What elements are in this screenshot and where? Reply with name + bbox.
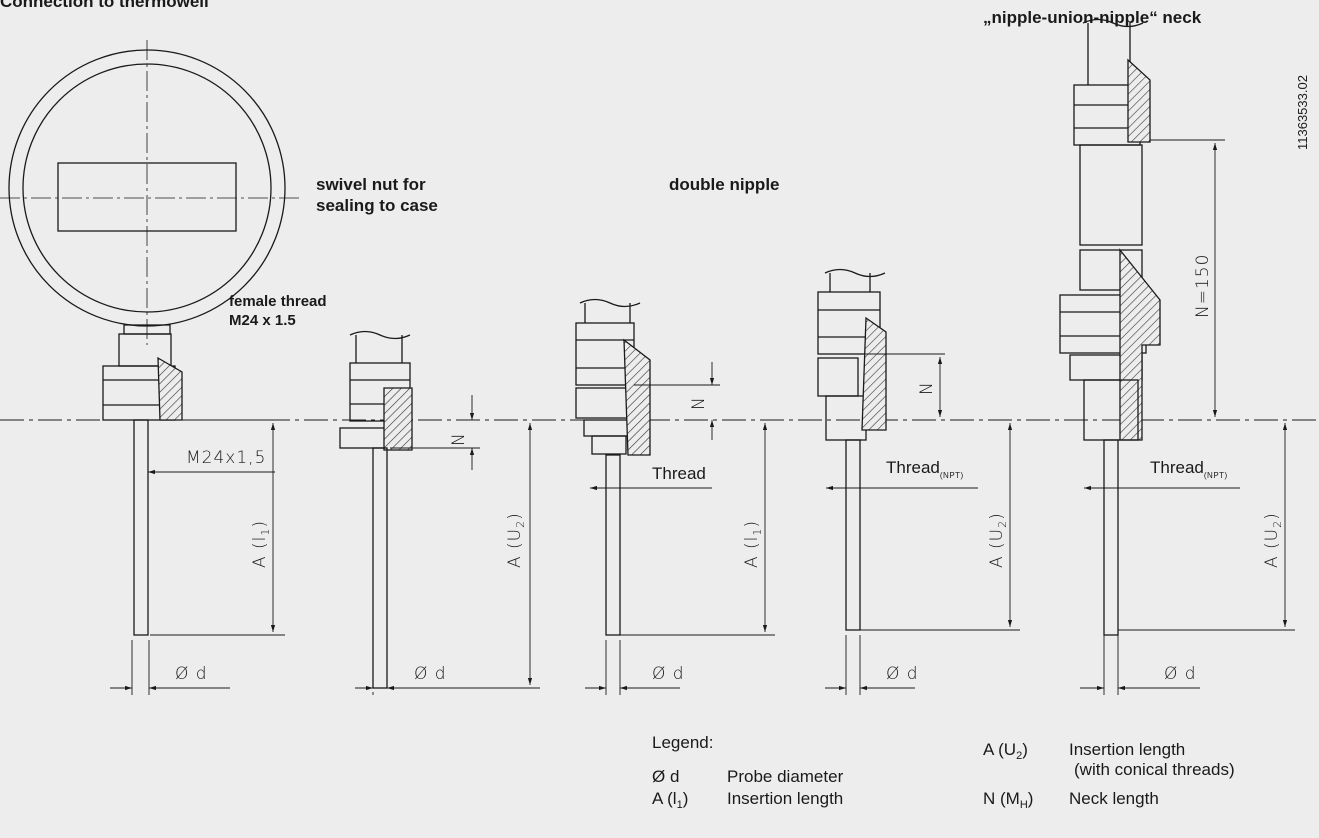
legend-symbol-a-l1: A (l1) bbox=[652, 789, 689, 811]
legend-text-neck-length: Neck length bbox=[1069, 789, 1159, 808]
nipple-union-nipple-heading: „nipple-union-nipple“ neck bbox=[983, 8, 1202, 27]
n150-label: N=150 bbox=[1193, 253, 1213, 318]
a-u2-label-4: A (U2) bbox=[987, 512, 1009, 568]
phi-d-label-4: Ø d bbox=[886, 664, 919, 684]
legend-text-insertion-length-conical: Insertion length bbox=[1069, 740, 1186, 759]
female-thread-label-line1: female thread bbox=[229, 293, 327, 310]
legend-symbol-n-mh: N (MH) bbox=[983, 789, 1034, 811]
legend-title: Legend: bbox=[652, 733, 714, 752]
n-label-3: N bbox=[689, 396, 709, 410]
a-l1-label-3: A (l1) bbox=[742, 519, 764, 568]
double-nipple-assembly bbox=[575, 298, 651, 636]
m24-thread-dim: M24x1,5 bbox=[186, 448, 267, 468]
n-label-2: N bbox=[449, 432, 469, 446]
nipple-union-nipple-assembly bbox=[1059, 18, 1161, 636]
phi-d-label-1: Ø d bbox=[175, 664, 208, 684]
dial-thermometer bbox=[0, 40, 300, 636]
phi-d-label-3: Ø d bbox=[652, 664, 685, 684]
a-u2-label-5: A (U2) bbox=[1262, 512, 1284, 568]
thread-npt-label-5: Thread(NPT) bbox=[1150, 458, 1228, 480]
legend-text-insertion-length: Insertion length bbox=[727, 789, 844, 808]
thread-npt-label-4: Thread(NPT) bbox=[886, 458, 964, 480]
swivel-nut-assembly bbox=[339, 330, 413, 689]
top-left-heading: Connection to thermowell bbox=[0, 0, 209, 11]
phi-d-label-2: Ø d bbox=[414, 664, 447, 684]
double-nipple-heading: double nipple bbox=[669, 175, 780, 194]
legend-text-conical-threads: (with conical threads) bbox=[1074, 760, 1235, 779]
a-u2-label-2: A (U2) bbox=[505, 512, 527, 568]
swivel-nut-heading-line2: sealing to case bbox=[316, 196, 438, 215]
phi-d-label-5: Ø d bbox=[1164, 664, 1197, 684]
legend-text-probe-diameter: Probe diameter bbox=[727, 767, 844, 786]
female-thread-label-line2: M24 x 1.5 bbox=[229, 312, 296, 329]
legend-symbol-phi-d: Ø d bbox=[652, 767, 680, 786]
legend-symbol-a-u2: A (U2) bbox=[983, 740, 1028, 762]
a-l1-label-1: A (l1) bbox=[250, 519, 272, 568]
npt-nipple-assembly bbox=[817, 268, 887, 631]
thread-label-3: Thread bbox=[652, 464, 706, 483]
swivel-nut-heading-line1: swivel nut for bbox=[316, 175, 426, 194]
drawing-id: 11363533.02 bbox=[1295, 75, 1310, 150]
n-label-4: N bbox=[917, 381, 937, 395]
